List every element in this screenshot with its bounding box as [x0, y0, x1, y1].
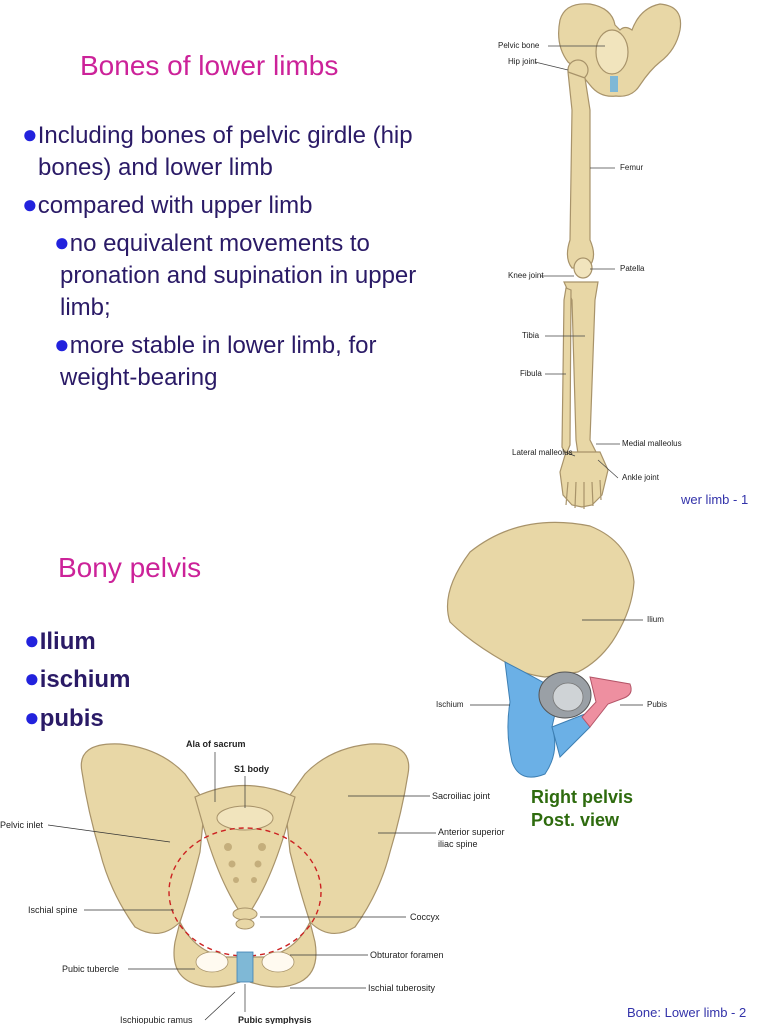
bullet-compared: ●compared with upper limb	[22, 188, 313, 222]
label-ankle-joint: Ankle joint	[622, 473, 659, 482]
bullet-dot: ●	[54, 227, 70, 257]
label-pubis: Pubis	[647, 700, 668, 709]
label-ilium: Ilium	[647, 615, 664, 624]
label-iliac-spine: iliac spine	[438, 839, 478, 849]
label-fibula: Fibula	[520, 369, 542, 378]
label-hip-joint: Hip joint	[508, 57, 537, 66]
sub1-line3: limb;	[60, 294, 111, 321]
label-pubic-symphysis: Pubic symphysis	[238, 1015, 312, 1024]
bullet-ilium-text: Ilium	[39, 628, 96, 655]
label-lateral-malleolus: Lateral malleolus	[512, 448, 573, 457]
sub2-line2: weight-bearing	[60, 364, 218, 391]
right-pelvis-illustration	[446, 521, 643, 778]
bullet-dot: ●	[54, 329, 70, 359]
label-pelvic-bone: Pelvic bone	[498, 41, 540, 50]
bullet-dot: ●	[24, 663, 40, 693]
label-ischial-tuberosity: Ischial tuberosity	[368, 983, 436, 993]
sub1-line1: no equivalent movements to	[69, 230, 370, 257]
bullet-dot: ●	[22, 189, 38, 219]
bullet-dot: ●	[22, 119, 38, 149]
label-anterior-superior: Anterior superior	[438, 827, 505, 837]
sub-bullet-no-equivalent: ●no equivalent movements to pronation an…	[54, 226, 474, 324]
bullet-pubis: ●pubis	[24, 701, 104, 735]
slide-1-footer: wer limb - 1	[681, 492, 749, 507]
label-obturator-foramen: Obturator foramen	[370, 950, 444, 960]
lower-limb-skeleton-illustration	[534, 3, 682, 509]
label-ischiopubic-ramus: Ischiopubic ramus	[120, 1015, 193, 1024]
label-ala-of-sacrum: Ala of sacrum	[186, 739, 246, 749]
label-coccyx: Coccyx	[410, 912, 440, 922]
caption-line1: Right pelvis	[531, 787, 634, 807]
label-tibia: Tibia	[522, 331, 540, 340]
label-s1-body: S1 body	[234, 764, 270, 774]
right-pelvis-caption: Right pelvis Post. view	[531, 786, 633, 832]
slide-1-title: Bones of lower limbs	[80, 50, 339, 81]
label-ischium: Ischium	[436, 700, 464, 709]
slide-2-footer: Bone: Lower limb - 2	[627, 1005, 747, 1020]
label-sacroiliac-joint: Sacroiliac joint	[432, 791, 491, 801]
slide-2: Bony pelvis ●Ilium ●ischium ●pubis Ilium…	[0, 512, 768, 1024]
label-femur: Femur	[620, 163, 644, 172]
slide-2-title: Bony pelvis	[58, 552, 202, 583]
bullet-including-line2: bones) and lower limb	[38, 154, 273, 181]
bullet-dot: ●	[24, 625, 40, 655]
bullet-including: ●Including bones of pelvic girdle (hip b…	[22, 118, 472, 184]
sub1-line2: pronation and supination in upper	[60, 262, 417, 289]
label-medial-malleolus: Medial malleolus	[622, 439, 682, 448]
label-patella: Patella	[620, 264, 645, 273]
sub2-line1: more stable in lower limb, for	[69, 332, 377, 359]
label-ischial-spine: Ischial spine	[28, 905, 78, 915]
label-pelvic-inlet: Pelvic inlet	[0, 820, 44, 830]
bullet-ischium-text: ischium	[39, 666, 131, 693]
bullet-pubis-text: pubis	[39, 705, 104, 732]
bullet-dot: ●	[24, 702, 40, 732]
label-pubic-tubercle: Pubic tubercle	[62, 964, 120, 974]
slide-1: Bones of lower limbs ●Including bones of…	[22, 3, 749, 509]
caption-line2: Post. view	[531, 810, 620, 830]
bullet-compared-text: compared with upper limb	[37, 192, 313, 219]
bullet-ischium: ●ischium	[24, 662, 130, 696]
bullet-ilium: ●Ilium	[24, 624, 96, 658]
label-knee-joint: Knee joint	[508, 271, 544, 280]
sub-bullet-more-stable: ●more stable in lower limb, for weight-b…	[54, 328, 474, 394]
bony-pelvis-illustration	[47, 743, 436, 1021]
bullet-including-line1: Including bones of pelvic girdle (hip	[37, 122, 413, 149]
